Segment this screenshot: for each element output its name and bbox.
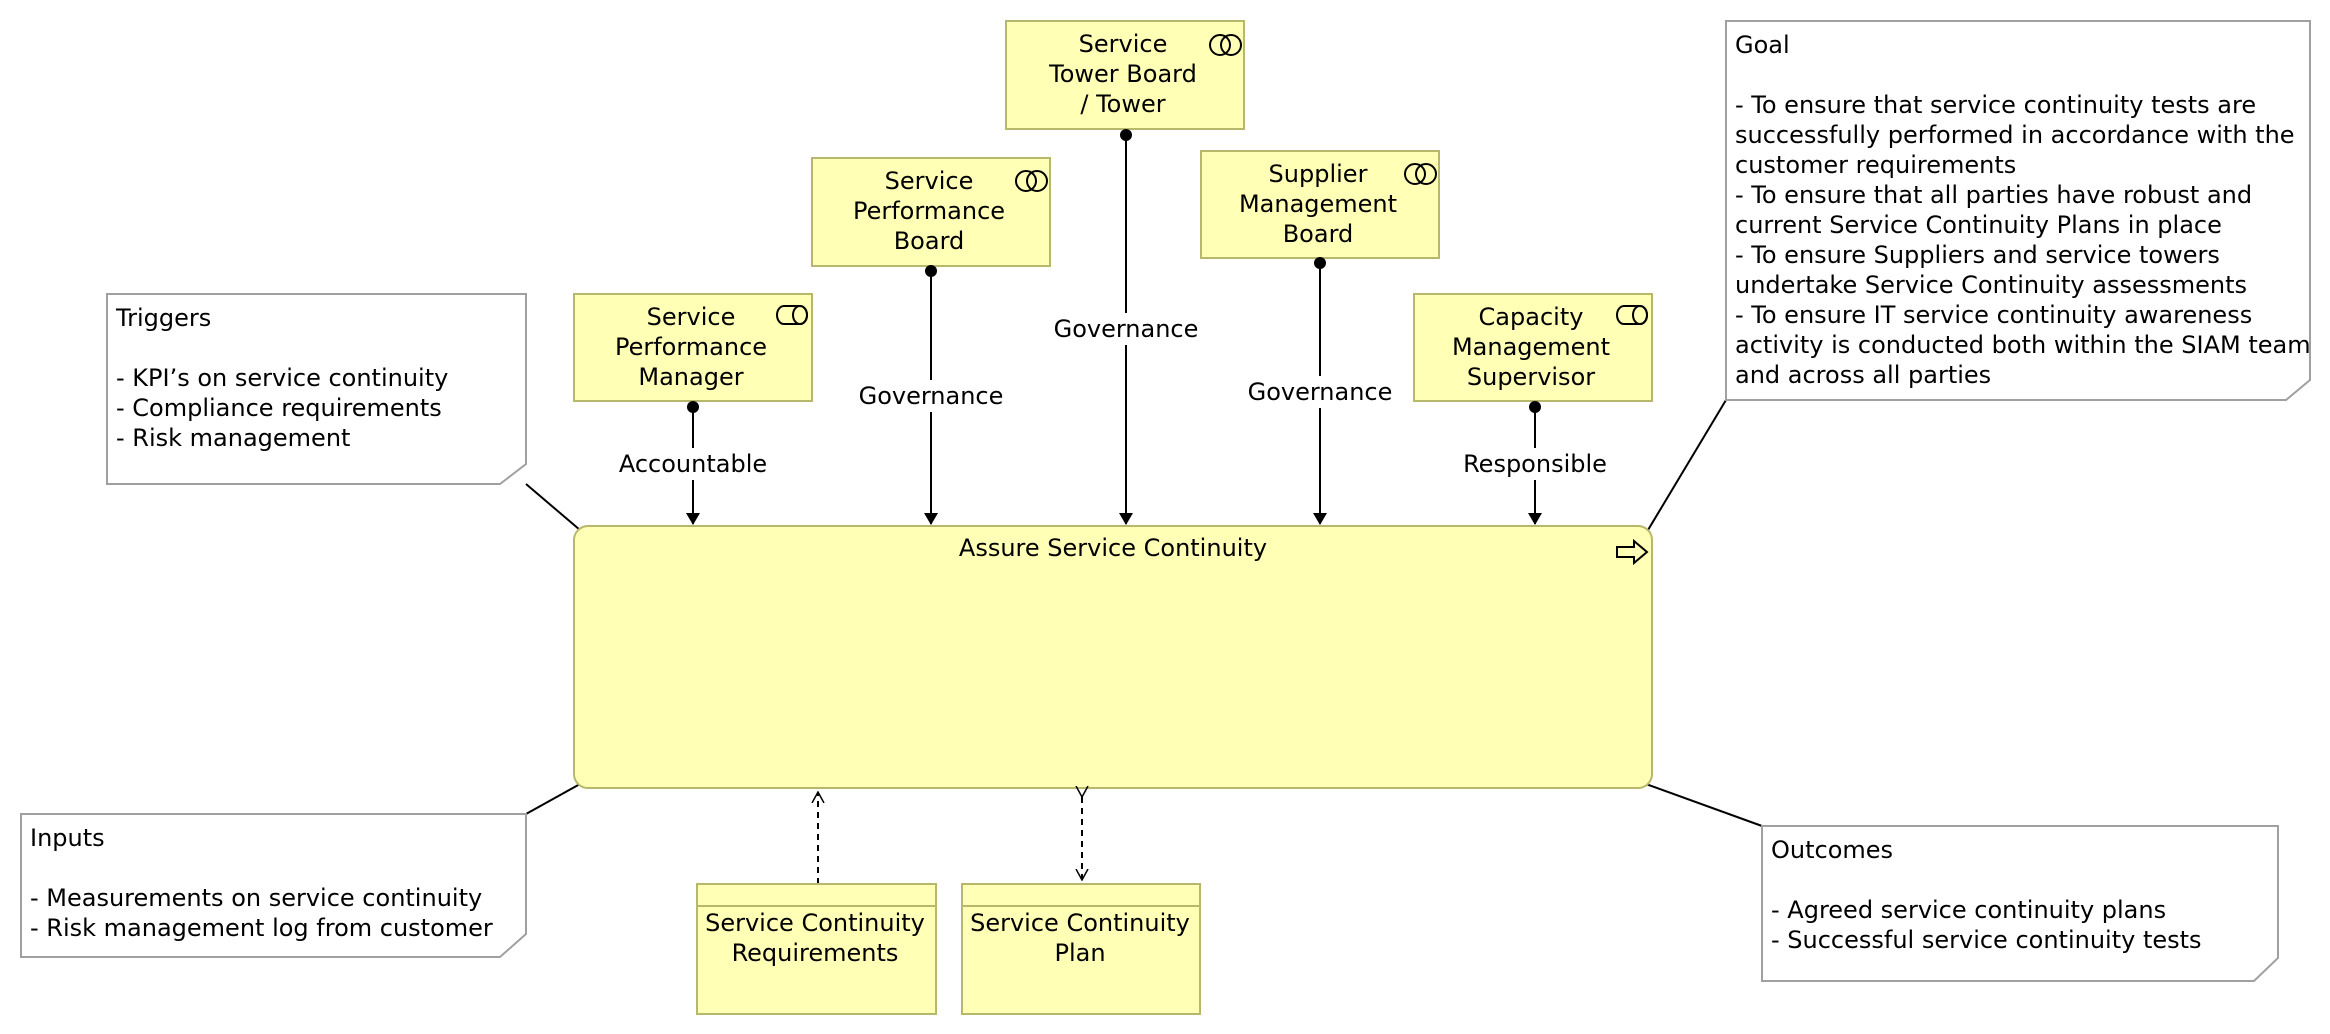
relation-governance-label: Governance (1054, 315, 1199, 343)
process-assure-service-continuity[interactable]: Assure Service Continuity (573, 525, 1653, 789)
triggers-note: Triggers - KPI’s on service continuity- … (106, 293, 527, 485)
inputs-note-text: Inputs - Measurements on service continu… (30, 824, 493, 942)
relation-governance-label: Governance (859, 382, 1004, 410)
role-icon (1616, 305, 1648, 325)
goal-note-text: Goal - To ensure that service continuity… (1735, 31, 2311, 389)
note-connectors (525, 399, 1763, 827)
relation-governance-label: Governance (1248, 378, 1393, 406)
goal-note: Goal - To ensure that service continuity… (1725, 20, 2311, 401)
process-arrow-icon (1616, 538, 1649, 566)
role-icon (776, 305, 808, 325)
outcomes-note: Outcomes - Agreed service continuity pla… (1761, 825, 2279, 982)
relation-accountable-label: Accountable (619, 450, 767, 478)
relation-responsible-label: Responsible (1463, 450, 1607, 478)
relation-governance-performance-board[interactable]: Governance (856, 265, 1006, 525)
process-title: Assure Service Continuity (959, 534, 1267, 562)
relation-accountable[interactable]: Accountable (613, 401, 773, 525)
triggers-note-text: Triggers - KPI’s on service continuity- … (115, 304, 448, 452)
outcomes-note-text: Outcomes - Agreed service continuity pla… (1771, 836, 2202, 954)
relation-responsible[interactable]: Responsible (1455, 401, 1615, 525)
collaboration-icon (1404, 163, 1437, 185)
inputs-note: Inputs - Measurements on service continu… (20, 813, 527, 958)
collaboration-icon (1015, 170, 1048, 192)
relation-governance-supplier-board[interactable]: Governance (1245, 257, 1395, 525)
collaboration-icon (1209, 34, 1242, 56)
relation-governance-tower-board[interactable]: Governance (1051, 129, 1201, 525)
